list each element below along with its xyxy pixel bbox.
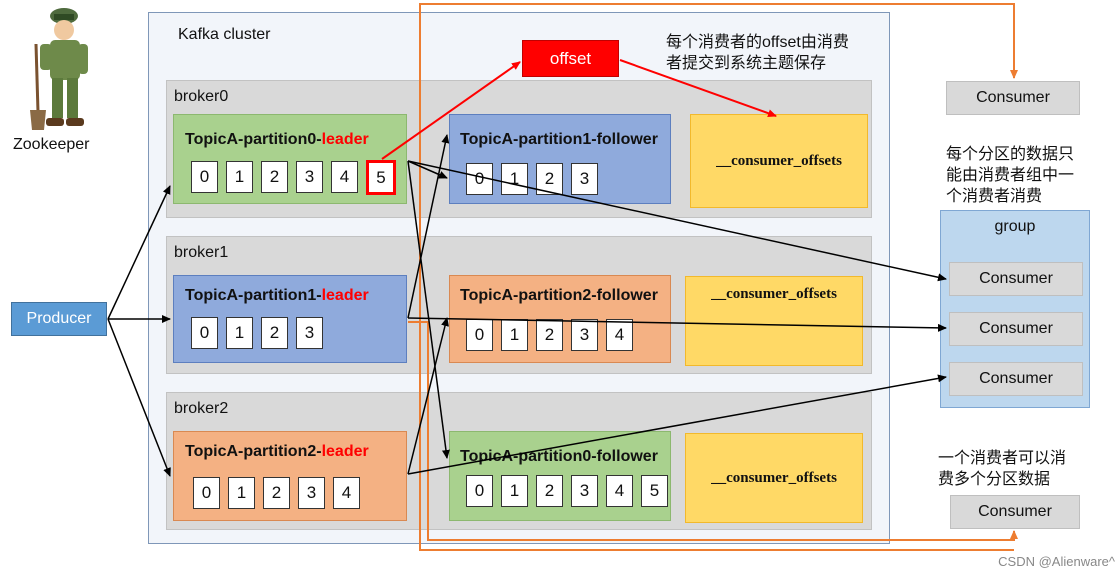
broker0-leader-cell: 1 bbox=[226, 161, 253, 193]
broker1-leader-cell: 1 bbox=[226, 317, 253, 349]
broker-1-label: broker1 bbox=[174, 244, 229, 261]
broker2-leader-cell: 3 bbox=[298, 477, 325, 509]
broker0-follower-cell: 3 bbox=[571, 163, 598, 195]
partition-note-line: 个消费者消费 bbox=[946, 188, 1043, 205]
broker1-leader-title: TopicA-partition1-leader bbox=[185, 287, 369, 304]
broker2-consumer-offsets: __consumer_offsets bbox=[685, 433, 863, 523]
broker2-leader-cell: 0 bbox=[193, 477, 220, 509]
multi-partition-note: 一个消费者可以消 费多个分区数据 bbox=[938, 448, 1066, 490]
broker0-leader-cell: 3 bbox=[296, 161, 323, 193]
kafka-cluster-label: Kafka cluster bbox=[178, 26, 271, 43]
broker2-follower-cell: 3 bbox=[571, 475, 598, 507]
partition-note-line: 能由消费者组中一 bbox=[946, 167, 1075, 184]
broker1-leader-cell: 2 bbox=[261, 317, 288, 349]
group-consumer: Consumer bbox=[949, 312, 1083, 346]
consumer-top: Consumer bbox=[946, 81, 1080, 115]
broker-2-label: broker2 bbox=[174, 400, 229, 417]
offset-note-line: 每个消费者的offset由消费 bbox=[666, 34, 849, 51]
consumer-bottom: Consumer bbox=[950, 495, 1080, 529]
broker2-follower-title: TopicA-partition0-follower bbox=[460, 448, 658, 465]
broker1-follower-cell: 3 bbox=[571, 319, 598, 351]
broker2-follower-cell: 0 bbox=[466, 475, 493, 507]
broker2-follower-cell: 2 bbox=[536, 475, 563, 507]
broker0-leader-cell: 4 bbox=[331, 161, 358, 193]
zookeeper-label: Zookeeper bbox=[13, 136, 90, 153]
broker1-leader-cell: 3 bbox=[296, 317, 323, 349]
broker1-leader-cell: 0 bbox=[191, 317, 218, 349]
offset-note-line: 者提交到系统主题保存 bbox=[666, 55, 827, 72]
broker0-follower-title: TopicA-partition1-follower bbox=[460, 131, 658, 148]
broker2-leader-cell: 1 bbox=[228, 477, 255, 509]
multi-note-line: 一个消费者可以消 bbox=[938, 450, 1067, 467]
broker1-follower-cell: 0 bbox=[466, 319, 493, 351]
broker2-follower-cell: 5 bbox=[641, 475, 668, 507]
broker0-consumer-offsets: __consumer_offsets bbox=[690, 114, 868, 208]
broker2-follower-cell: 4 bbox=[606, 475, 633, 507]
partition-note-line: 每个分区的数据只 bbox=[946, 146, 1075, 163]
broker0-follower-cell: 1 bbox=[501, 163, 528, 195]
broker2-follower-cell: 1 bbox=[501, 475, 528, 507]
broker0-leader-cell-highlighted: 5 bbox=[366, 160, 396, 195]
group-consumer: Consumer bbox=[949, 262, 1083, 296]
broker1-follower-cell: 4 bbox=[606, 319, 633, 351]
broker0-leader-title: TopicA-partition0-leader bbox=[185, 131, 369, 148]
broker-0-label: broker0 bbox=[174, 88, 229, 105]
offset-note: 每个消费者的offset由消费 者提交到系统主题保存 bbox=[666, 32, 849, 74]
consumer-group-label: group bbox=[994, 218, 1036, 235]
broker2-leader-cell: 4 bbox=[333, 477, 360, 509]
producer-box: Producer bbox=[11, 302, 107, 336]
broker2-leader-title: TopicA-partition2-leader bbox=[185, 443, 369, 460]
watermark: CSDN @Alienware^ bbox=[998, 554, 1115, 569]
broker1-follower-title: TopicA-partition2-follower bbox=[460, 287, 658, 304]
broker0-leader-cell: 0 bbox=[191, 161, 218, 193]
broker1-consumer-offsets: __consumer_offsets bbox=[685, 276, 863, 366]
broker1-follower-cell: 1 bbox=[501, 319, 528, 351]
partition-note: 每个分区的数据只 能由消费者组中一 个消费者消费 bbox=[946, 144, 1074, 207]
broker0-leader-cell: 2 bbox=[261, 161, 288, 193]
broker2-leader-cell: 2 bbox=[263, 477, 290, 509]
broker1-follower-cell: 2 bbox=[536, 319, 563, 351]
offset-box: offset bbox=[522, 40, 619, 77]
zookeeper-icon bbox=[20, 4, 100, 134]
multi-note-line: 费多个分区数据 bbox=[938, 471, 1051, 488]
group-consumer: Consumer bbox=[949, 362, 1083, 396]
